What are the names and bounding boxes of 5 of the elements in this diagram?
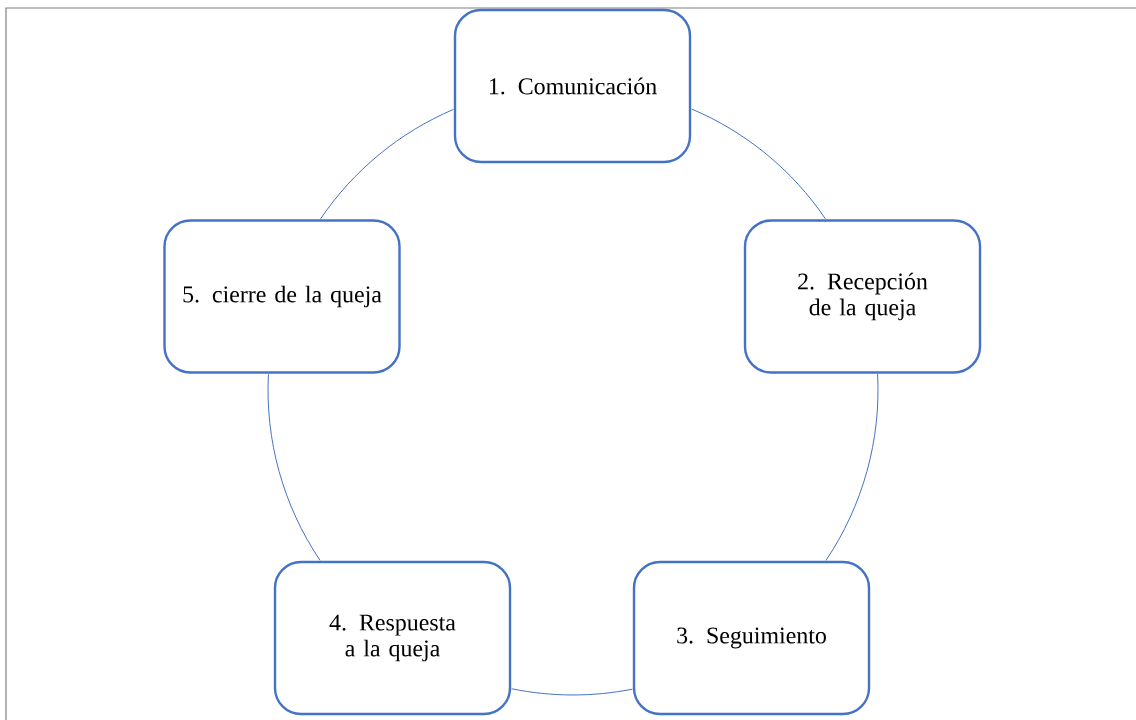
step-box: 3. Seguimiento [632, 560, 871, 716]
step-box: 4. Respuesta a la queja [273, 560, 512, 716]
step-box: 1. Comunicación [453, 8, 692, 164]
step-box: 2. Recepción de la queja [743, 219, 982, 374]
step-box: 5. cierre de la queja [163, 219, 401, 374]
